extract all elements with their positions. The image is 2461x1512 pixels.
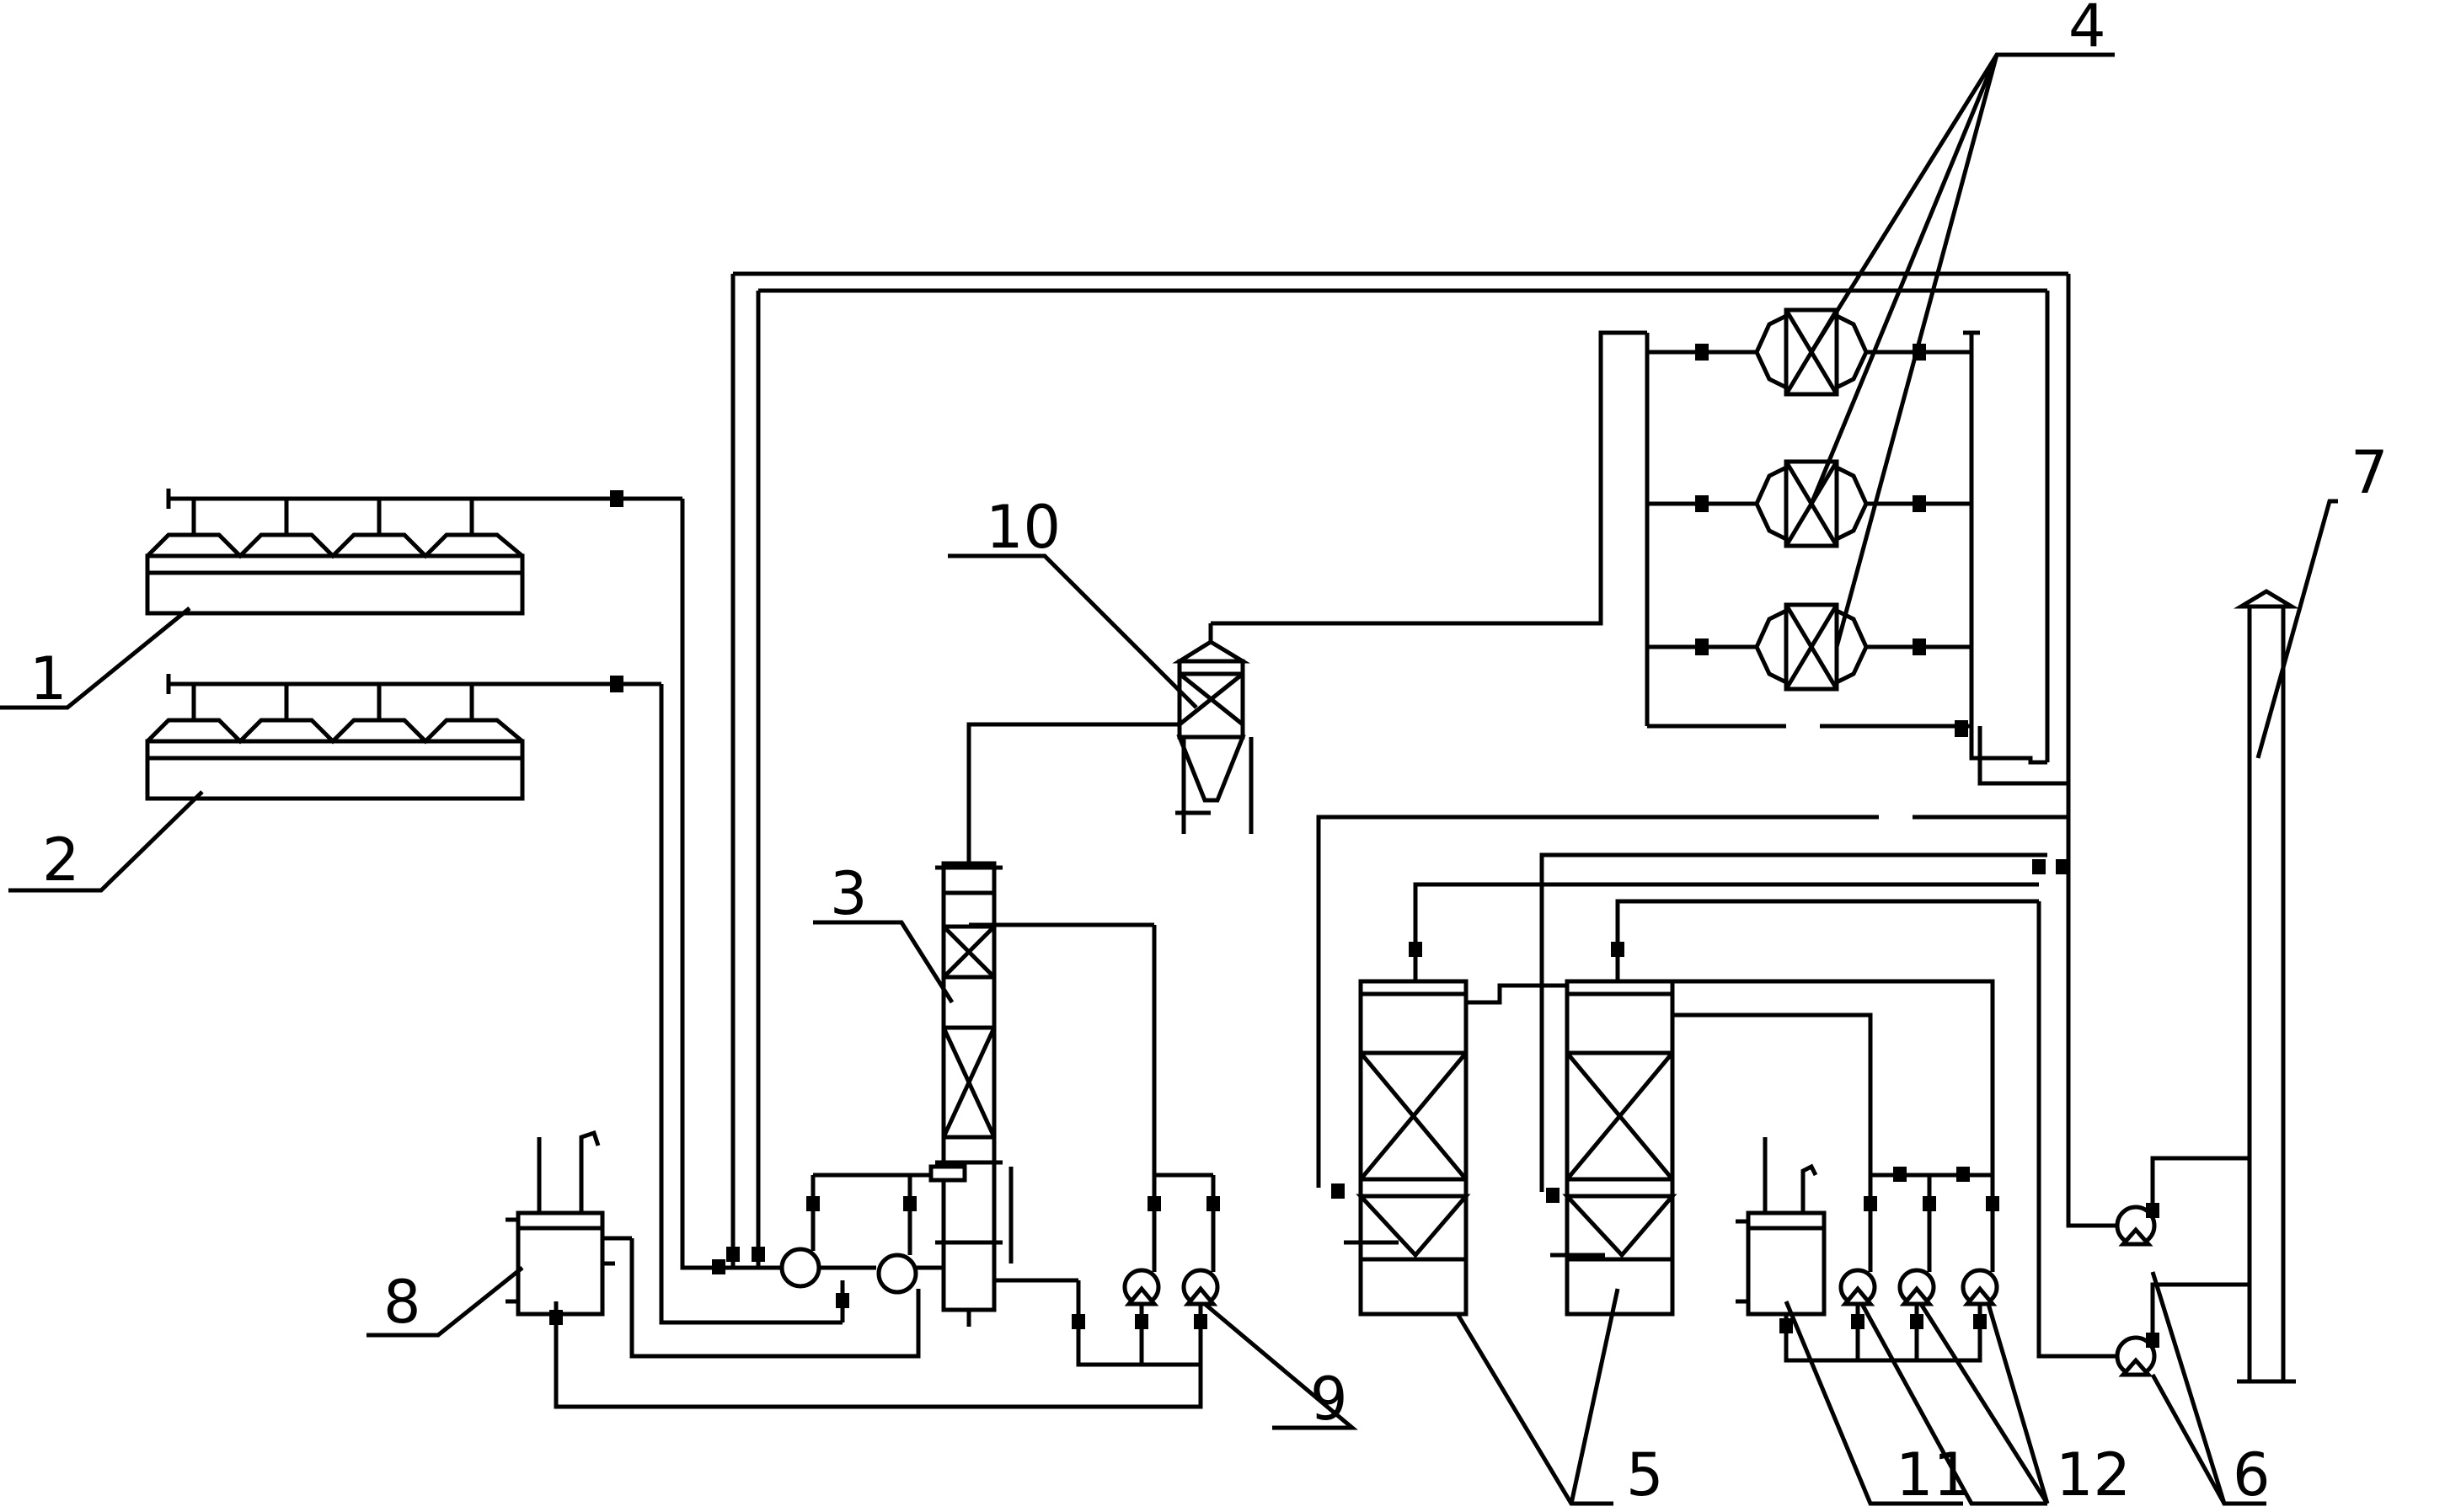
stack-7 xyxy=(2233,589,2300,1384)
label-12: 12 xyxy=(2056,1440,2131,1509)
fans-6 xyxy=(2036,842,2250,1377)
label-9: 9 xyxy=(1310,1365,1348,1434)
label-2: 2 xyxy=(42,825,80,895)
label-5: 5 xyxy=(1626,1440,1664,1509)
label-11: 11 xyxy=(1896,1440,1971,1509)
label-1: 1 xyxy=(29,644,67,713)
unit-2-hood-tank xyxy=(145,674,661,801)
pump-group-12 xyxy=(1784,1173,1999,1363)
label-10: 10 xyxy=(986,493,1061,562)
label-6: 6 xyxy=(2233,1440,2271,1509)
units-5 xyxy=(1316,815,2068,1317)
label-4: 4 xyxy=(2068,0,2106,61)
label-8: 8 xyxy=(383,1268,421,1337)
unit-1-hood-tank xyxy=(145,489,682,616)
labels: 1 2 3 4 5 6 7 8 9 10 11 12 xyxy=(29,0,2389,1509)
gas-pipes-left xyxy=(659,271,2071,1325)
label-7: 7 xyxy=(2351,438,2389,507)
leader-lines xyxy=(0,52,2338,1506)
tank-11 xyxy=(1736,1137,1827,1317)
tower-3 xyxy=(928,842,1157,1327)
valves xyxy=(549,344,2159,1348)
fan-group-left xyxy=(758,1173,944,1339)
unit-10 xyxy=(966,330,1647,842)
tank-8 xyxy=(506,1130,921,1359)
label-3: 3 xyxy=(830,859,868,928)
units-4 xyxy=(1645,307,2068,786)
